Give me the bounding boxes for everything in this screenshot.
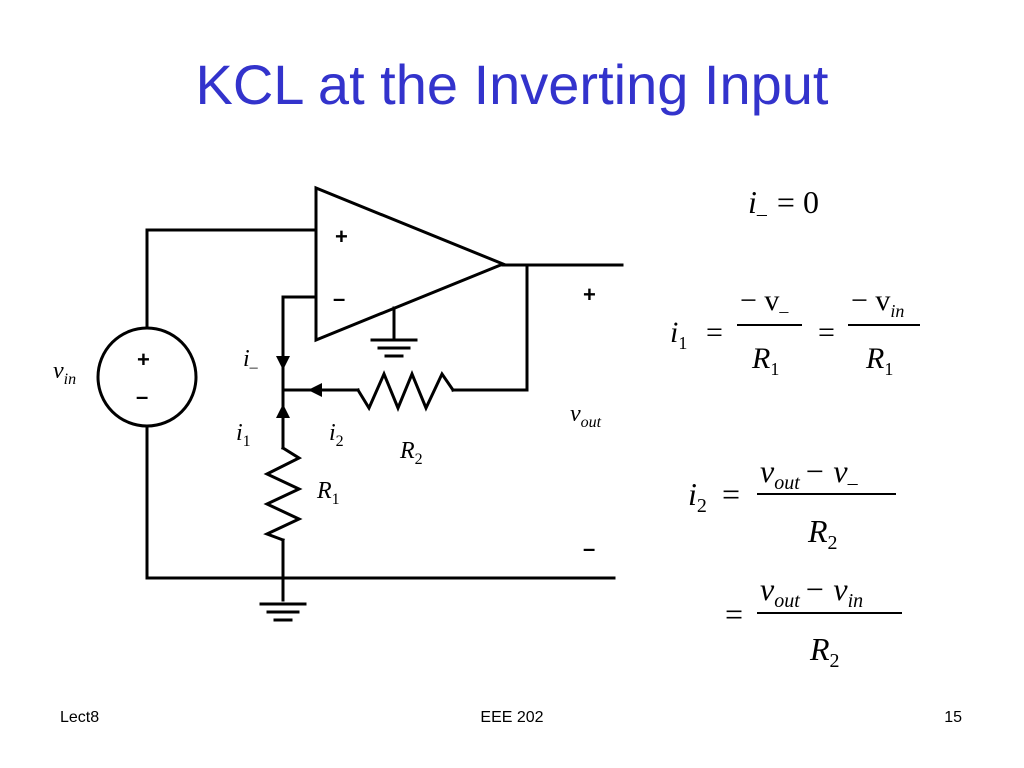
svg-text:=: = (818, 316, 835, 349)
svg-text:R2: R2 (807, 513, 838, 554)
i-minus-label: i– (243, 346, 259, 376)
svg-text:R1: R1 (865, 342, 893, 379)
slide-title: KCL at the Inverting Input (195, 53, 829, 116)
equation-2: i1 = − v– R1 = − vin R1 (670, 284, 920, 379)
r1-label: R1 (316, 478, 340, 508)
opamp-minus-sign: – (333, 286, 345, 311)
i2-arrow-icon (308, 383, 322, 397)
opamp-symbol (314, 185, 507, 343)
output-plus-sign: + (583, 282, 596, 307)
i1-arrow-icon (276, 404, 290, 418)
r2-resistor (355, 370, 456, 412)
svg-text:vout− v–: vout− v– (760, 453, 859, 494)
vout-label: vout (570, 401, 602, 431)
source-plus-sign: + (137, 347, 150, 372)
i1-label: i1 (236, 420, 251, 450)
svg-text:− v–: − v– (740, 284, 789, 321)
svg-text:R2: R2 (809, 631, 840, 672)
svg-text:i1: i1 (670, 316, 687, 353)
svg-text:R1: R1 (751, 342, 779, 379)
equation-4: = vout− vin R2 (725, 571, 902, 672)
svg-text:=: = (722, 476, 740, 512)
output-minus-sign: – (583, 536, 595, 561)
svg-text:i2: i2 (688, 476, 707, 517)
opamp-plus-sign: + (335, 224, 348, 249)
svg-text:=: = (725, 596, 743, 632)
svg-text:vout− vin: vout− vin (760, 571, 863, 612)
svg-text:− vin: − vin (851, 284, 904, 321)
footer-center: EEE 202 (480, 709, 544, 726)
equation-3: i2 = vout− v– R2 (688, 453, 896, 554)
equation-1: i–= 0 (748, 184, 819, 225)
svg-text:i–= 0: i–= 0 (748, 184, 819, 225)
i-minus-arrow-icon (276, 356, 290, 370)
vin-label: vin (53, 358, 76, 388)
svg-text:=: = (706, 316, 723, 349)
i2-label: i2 (329, 420, 344, 450)
source-minus-sign: – (136, 384, 148, 409)
r1-resistor (263, 445, 303, 542)
r2-label: R2 (399, 438, 423, 468)
footer-page-number: 15 (944, 709, 962, 726)
voltage-source (96, 326, 198, 428)
footer-left: Lect8 (60, 709, 100, 726)
